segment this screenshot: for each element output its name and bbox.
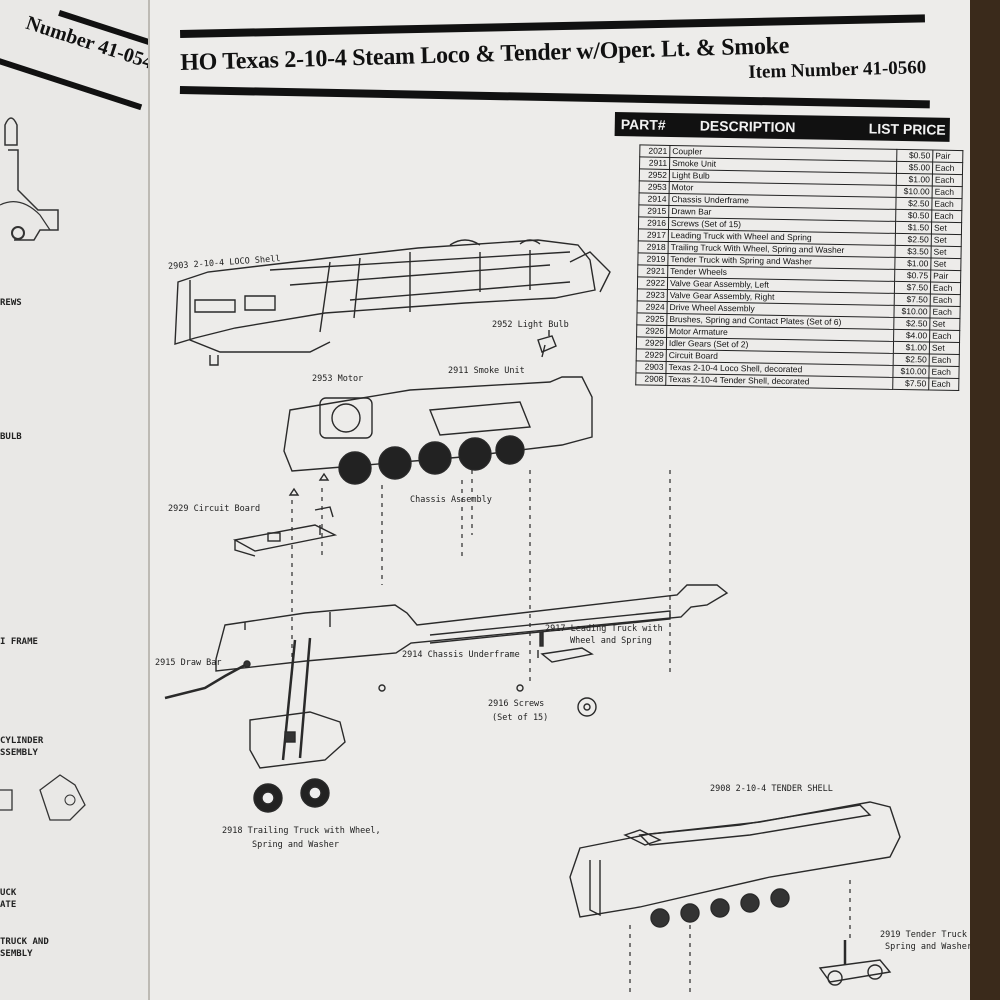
- left-page-label: SEMBLY: [0, 949, 33, 959]
- left-page-label: I FRAME: [0, 637, 38, 647]
- tender-truck-label: Spring and Washer: [885, 942, 972, 952]
- circuit-board-drawing: [232, 506, 338, 557]
- draw-bar-drawing: [164, 660, 251, 700]
- circuit-board-label: 2929 Circuit Board: [168, 504, 261, 514]
- screws-label: 2916 Screws: [488, 699, 545, 709]
- loco-shell-drawing: [174, 239, 611, 366]
- chassis-underframe-label: 2914 Chassis Underframe: [402, 650, 520, 660]
- screws-label: (Set of 15): [492, 713, 549, 723]
- exploded-diagram: [164, 239, 901, 995]
- left-page-drawing: [0, 774, 86, 821]
- chassis-assembly-drawing: [283, 376, 593, 485]
- light-bulb-drawing: [537, 330, 557, 358]
- chassis-assembly-label: Chassis Assembly: [410, 495, 492, 505]
- trailing-truck-drawing: [249, 637, 346, 813]
- left-page-label: REWS: [0, 298, 22, 308]
- chassis-underframe-drawing: [215, 584, 729, 672]
- left-page: Number 41-0545 REWS BULB I FRAME CYLINDE…: [0, 0, 150, 1000]
- right-page: HO Texas 2-10-4 Steam Loco & Tender w/Op…: [150, 0, 993, 1000]
- tender-truck-drawing: [818, 940, 892, 986]
- left-page-label: UCK: [0, 888, 17, 898]
- light-bulb-label: 2952 Light Bulb: [492, 320, 569, 330]
- leading-truck-label: Wheel and Spring: [570, 636, 652, 646]
- motor-label: 2953 Motor: [312, 374, 364, 384]
- left-page-label: CYLINDER: [0, 736, 44, 746]
- trailing-truck-label: Spring and Washer: [252, 840, 339, 850]
- left-page-label: BULB: [0, 432, 22, 442]
- left-page-label: TRUCK AND: [0, 937, 49, 947]
- left-page-label: ATE: [0, 900, 17, 910]
- leading-truck-drawing: [537, 631, 597, 717]
- trailing-truck-label: 2918 Trailing Truck with Wheel,: [222, 826, 381, 836]
- draw-bar-label: 2915 Draw Bar: [155, 658, 222, 668]
- left-page-label: SSEMBLY: [0, 748, 38, 758]
- tender-shell-drawing: [569, 801, 901, 928]
- background-edge: [970, 0, 1000, 1000]
- leading-truck-label: 2917 Leading Truck with: [545, 624, 663, 634]
- tender-shell-label: 2908 2-10-4 TENDER SHELL: [710, 784, 833, 794]
- smoke-unit-label: 2911 Smoke Unit: [448, 366, 525, 376]
- left-page-drawing: [0, 117, 59, 241]
- tender-truck-label: 2919 Tender Truck with: [880, 930, 993, 940]
